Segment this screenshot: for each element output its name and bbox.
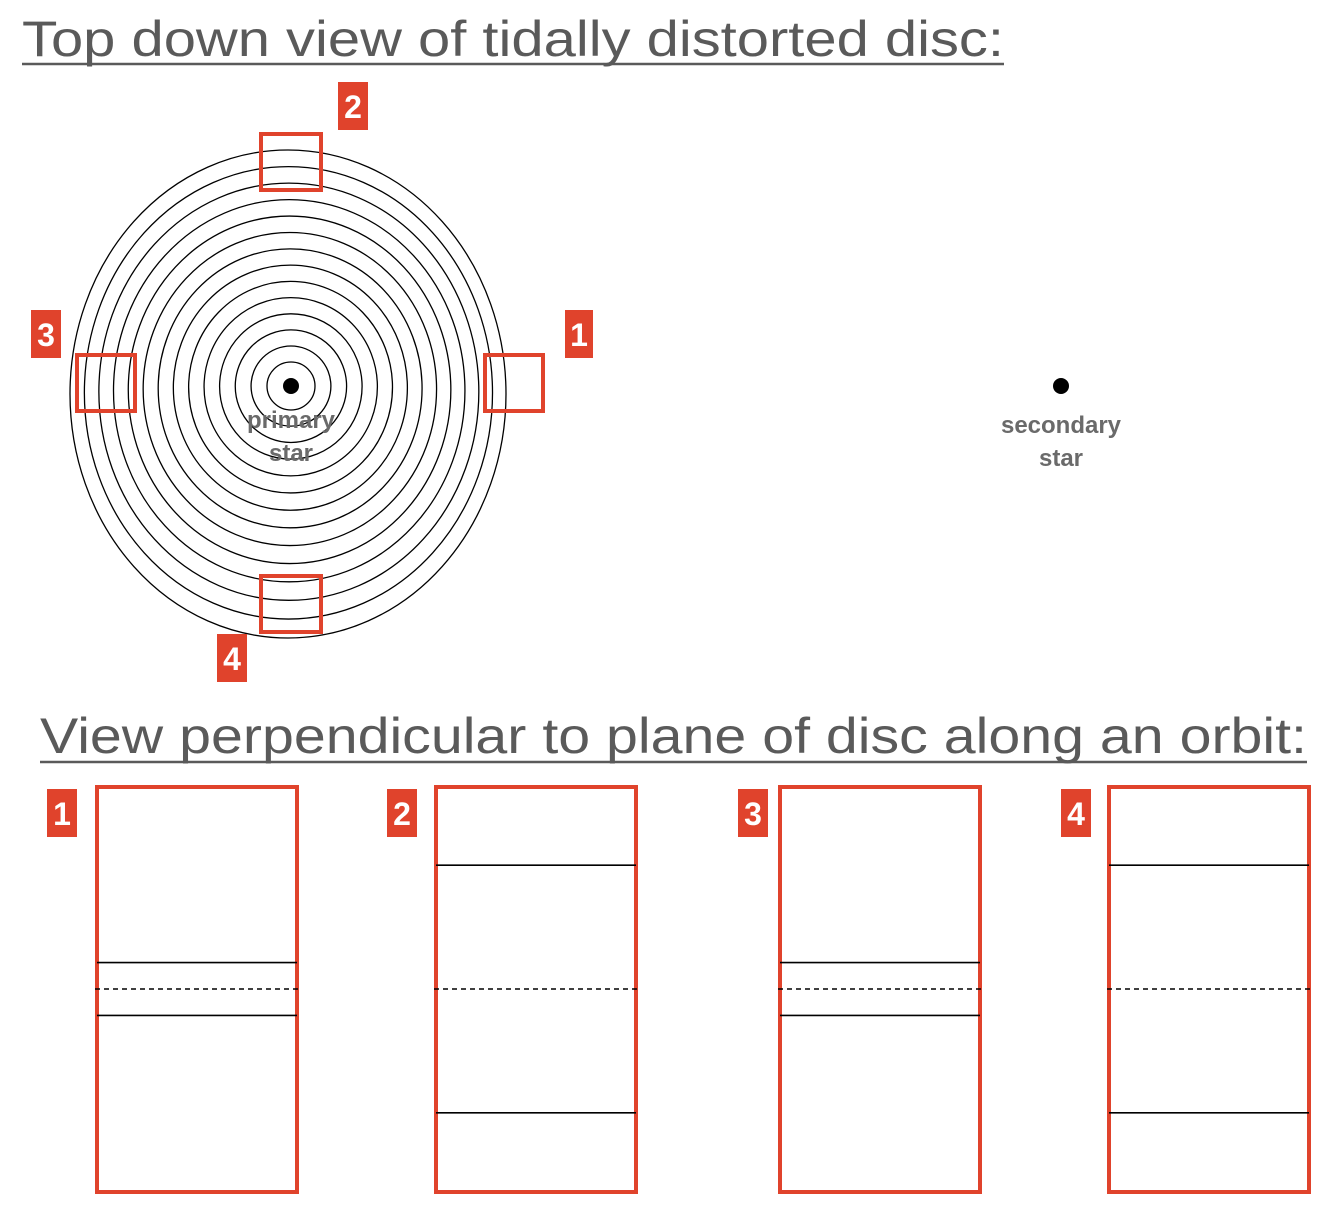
side-view-panel-2: 2 (387, 785, 638, 1194)
marker-badge-1-label: 1 (570, 317, 588, 353)
panel-badge-label: 4 (1067, 796, 1085, 832)
disc-orbit-ring (266, 361, 316, 411)
side-view-panels: 1 2 3 4 (47, 785, 1311, 1194)
panel-badge (47, 789, 77, 837)
marker-badge-3: 3 (31, 310, 61, 358)
disc-orbit-ring (157, 248, 423, 529)
secondary-star-label-line2: star (1039, 445, 1083, 472)
marker-box-4 (259, 574, 323, 634)
disc-orbit-ring (69, 149, 507, 639)
marker-badge-3-label: 3 (37, 317, 55, 353)
marker-badge-2: 2 (338, 82, 368, 130)
panel-badge (387, 789, 417, 837)
marker-badge-2-label: 2 (344, 89, 362, 125)
disc-orbit-ring (187, 280, 394, 494)
disc-orbit-ring (172, 264, 409, 511)
disc-orbits (69, 149, 507, 639)
marker-box-1 (483, 353, 545, 413)
marker-badge-1: 1 (565, 310, 593, 358)
primary-star-label-line1: primary (247, 407, 336, 434)
panel-badge-label: 2 (393, 796, 411, 832)
disc-orbit-ring (250, 345, 332, 427)
secondary-star-dot (1053, 378, 1069, 394)
panel-badge (1061, 789, 1091, 837)
panel-badge (738, 789, 768, 837)
marker-badge-4: 4 (217, 634, 247, 682)
disc-orbit-ring (112, 198, 466, 583)
secondary-star-label-line1: secondary (1001, 412, 1122, 439)
disc-orbit-ring (234, 329, 348, 444)
disc-orbit-ring (218, 313, 363, 460)
disc-orbit-ring (203, 296, 379, 477)
panel-badge-label: 3 (744, 796, 762, 832)
marker-box-3 (75, 353, 137, 413)
side-view-title: View perpendicular to plane of disc alon… (40, 708, 1307, 764)
panel-badge-label: 1 (53, 796, 71, 832)
side-view-panel-4: 4 (1061, 785, 1311, 1194)
disc-orbit-ring (127, 215, 452, 565)
disc-orbit-ring (142, 231, 438, 547)
side-view-panel-3: 3 (738, 785, 982, 1194)
marker-badge-4-label: 4 (223, 641, 241, 677)
disc-orbit-ring (98, 182, 480, 601)
primary-star-label-line2: star (269, 440, 313, 467)
disc-orbit-ring (83, 165, 494, 620)
side-view-panel-1: 1 (47, 785, 299, 1194)
marker-box-2 (259, 132, 323, 192)
top-view-title: Top down view of tidally distorted disc: (22, 11, 1004, 67)
primary-star-dot (283, 378, 299, 394)
